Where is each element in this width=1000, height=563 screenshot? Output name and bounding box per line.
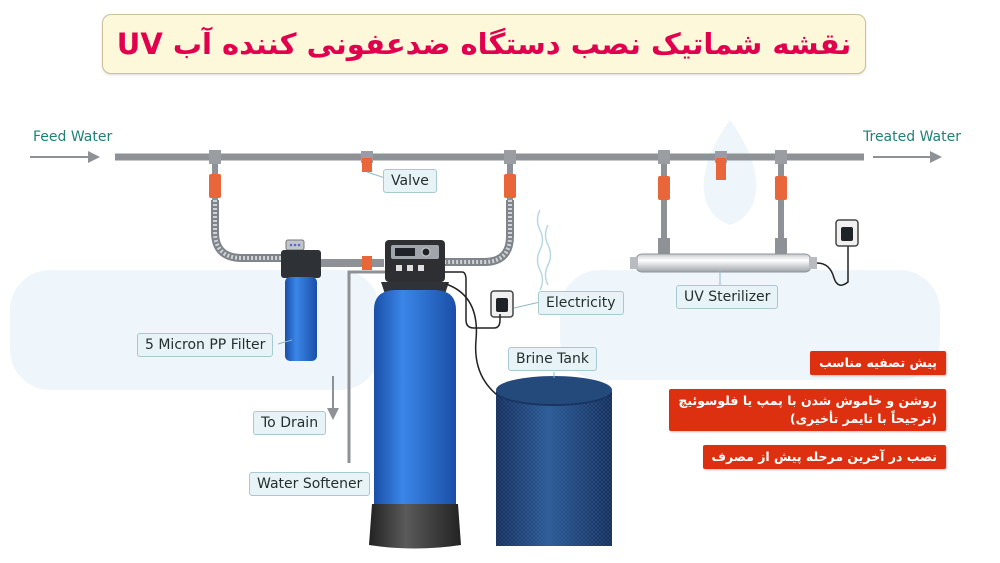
note-pretreatment: پیش تصفیه مناسب [810,351,946,375]
note-pump-switch: روشن و خاموش شدن با پمپ یا فلوسوئیچ (ترج… [669,389,946,431]
drain-arrow [327,376,339,420]
note-line: روشن و خاموش شدن با پمپ یا فلوسوئیچ [678,393,937,408]
treated-water-label: Treated Water [863,129,961,145]
uv-sterilizer-label: UV Sterilizer [676,285,779,309]
feed-water-label: Feed Water [33,129,113,145]
brine-tank [445,283,612,546]
electricity-label: Electricity [538,291,624,315]
note-line: پیش تصفیه مناسب [819,355,937,370]
note-last-stage: نصب در آخرین مرحله پیش از مصرف [702,445,946,469]
bypass-valve [361,151,373,172]
drop-pipes [212,164,784,240]
pp-filter [281,239,321,361]
pp-filter-label: 5 Micron PP Filter [137,333,274,357]
treated-arrow [873,151,942,163]
brine-tank-label: Brine Tank [508,347,597,371]
uv-bypass-valve [715,151,727,180]
braided-hoses [211,200,514,266]
note-line: نصب در آخرین مرحله پیش از مصرف [711,449,937,464]
water-softener-label: Water Softener [249,472,371,496]
feed-arrow [30,151,100,163]
connector-pipe [318,259,384,267]
note-line: (ترجیحاً با تایمر تأخیری) [789,411,937,426]
page-title: نقشه شماتیک نصب دستگاه ضدعفونی کننده آب … [102,14,866,74]
uv-sterilizer [630,219,859,286]
drain-line [347,270,385,463]
branch-valves [209,174,787,200]
to-drain-label: To Drain [253,411,327,435]
pipe-tees [209,150,787,164]
valve-label: Valve [383,169,437,193]
inlet-valve [362,256,372,270]
electricity-socket [445,271,514,329]
softener-tank [369,240,461,549]
wave-decoration [536,209,552,291]
